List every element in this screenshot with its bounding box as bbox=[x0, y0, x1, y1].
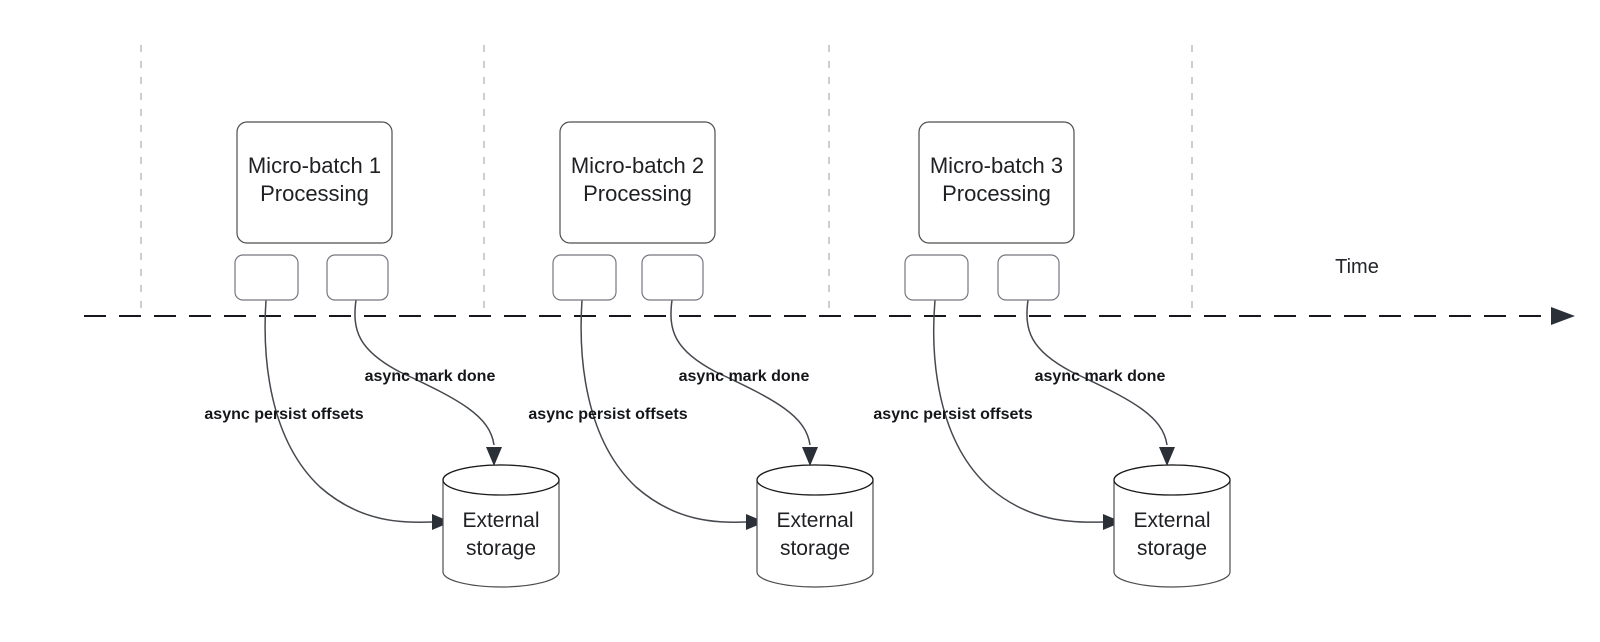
edge-label-markdone-1: async mark done bbox=[365, 368, 496, 385]
micro-batch-title-2: Micro-batch 2 bbox=[571, 153, 704, 178]
time-axis-label: Time bbox=[1335, 256, 1379, 278]
edge-label-markdone-3: async mark done bbox=[1035, 368, 1166, 385]
external-storage-cylinder-top-3 bbox=[1113, 464, 1231, 496]
edge-markdone-3 bbox=[1026, 299, 1168, 446]
commit-task-box-3-1[interactable] bbox=[904, 254, 969, 301]
divider-layer bbox=[140, 45, 1193, 316]
external-storage-cylinder-top-1 bbox=[442, 464, 560, 496]
flow-edge-layer bbox=[264, 299, 1175, 530]
micro-batch-title-1: Micro-batch 1 bbox=[248, 153, 381, 178]
external-storage-subtitle-2: storage bbox=[780, 537, 850, 560]
edge-arrowhead bbox=[746, 514, 765, 530]
micro-batch-box-1[interactable] bbox=[236, 121, 393, 244]
timeline-layer bbox=[84, 307, 1575, 325]
edge-markdone-1 bbox=[354, 299, 495, 446]
external-storage-subtitle-3: storage bbox=[1137, 537, 1207, 560]
commit-task-box-1-1[interactable] bbox=[234, 254, 299, 301]
edge-persist-1 bbox=[264, 299, 433, 523]
edge-arrowhead bbox=[1159, 447, 1175, 466]
time-axis-arrowhead bbox=[1551, 307, 1575, 325]
micro-batch-subtitle-3: Processing bbox=[942, 181, 1051, 206]
edge-label-persist-3: async persist offsets bbox=[873, 406, 1032, 423]
micro-batch-title-3: Micro-batch 3 bbox=[930, 153, 1063, 178]
micro-batch-subtitle-1: Processing bbox=[260, 181, 369, 206]
external-storage-cylinder-top-2 bbox=[756, 464, 874, 496]
edge-arrowhead bbox=[432, 514, 451, 530]
edge-persist-2 bbox=[580, 299, 747, 523]
commit-task-box-3-2[interactable] bbox=[997, 254, 1060, 301]
edge-markdone-2 bbox=[670, 299, 811, 446]
external-storage-title-3: External bbox=[1133, 509, 1210, 532]
edge-label-markdone-2: async mark done bbox=[679, 368, 810, 385]
edge-label-persist-2: async persist offsets bbox=[528, 406, 687, 423]
external-storage-title-2: External bbox=[776, 509, 853, 532]
edge-arrowhead bbox=[486, 447, 502, 466]
commit-task-box-2-1[interactable] bbox=[552, 254, 617, 301]
external-storage-title-1: External bbox=[462, 509, 539, 532]
edge-arrowhead bbox=[802, 447, 818, 466]
micro-batch-box-2[interactable] bbox=[559, 121, 716, 244]
edge-label-persist-1: async persist offsets bbox=[204, 406, 363, 423]
shape-layer bbox=[234, 121, 1231, 588]
commit-task-box-2-2[interactable] bbox=[641, 254, 704, 301]
edge-arrowhead bbox=[1103, 514, 1122, 530]
commit-task-box-1-2[interactable] bbox=[326, 254, 389, 301]
edge-persist-3 bbox=[933, 299, 1104, 523]
micro-batch-box-3[interactable] bbox=[918, 121, 1075, 244]
external-storage-subtitle-1: storage bbox=[466, 537, 536, 560]
micro-batch-subtitle-2: Processing bbox=[583, 181, 692, 206]
